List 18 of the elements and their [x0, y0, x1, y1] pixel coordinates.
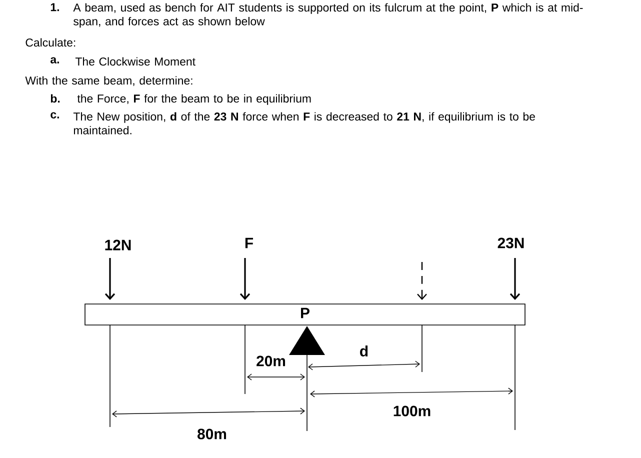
- dimension-label: 80m: [198, 428, 226, 440]
- instruction-text: With the same beam, determine:: [25, 76, 192, 86]
- dimension-label: 100m: [394, 406, 430, 416]
- question-text: The Clockwise Moment: [75, 57, 196, 66]
- question-text: the Force, F for the beam to be in equilibrium: [77, 94, 311, 105]
- dimension-label: 20m: [256, 356, 286, 366]
- instruction-text: Calculate:: [26, 38, 76, 47]
- force-label: 12N: [105, 240, 131, 250]
- force-label: F: [245, 238, 254, 248]
- question-text: The New position, d of the 23 N force when F is decreased to 21 N, if equilibrium is to be maintained.: [73, 112, 535, 134]
- dimension-label: d: [360, 346, 368, 356]
- pivot-label: P: [301, 308, 310, 318]
- item-number: c.: [50, 112, 59, 118]
- item-number: 1.: [50, 3, 59, 12]
- item-number: a.: [50, 57, 59, 64]
- force-label: 23N: [498, 238, 524, 248]
- question-text: A beam, used as bench for AIT students is supported on its fulcrum at the point, P which is at mid-span, and forces act as shown below: [73, 3, 583, 28]
- item-number: b.: [50, 94, 60, 103]
